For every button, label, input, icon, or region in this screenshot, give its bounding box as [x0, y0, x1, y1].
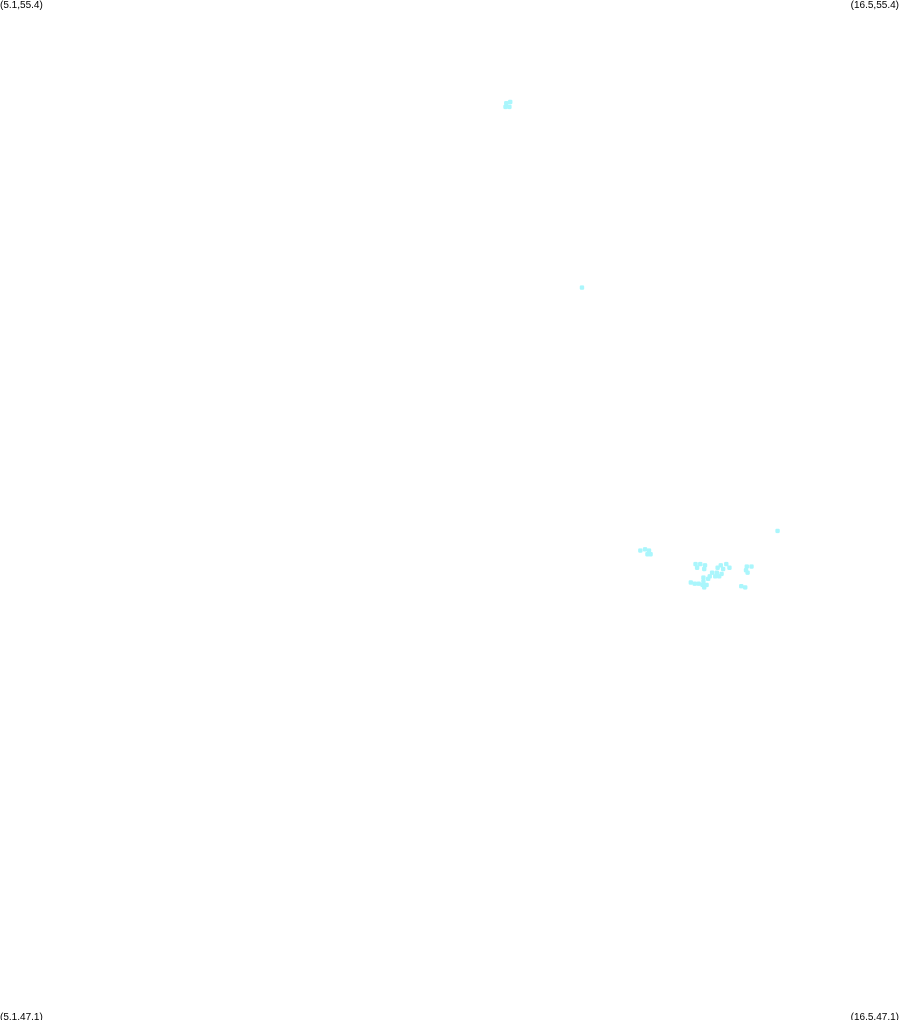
data-point — [503, 104, 508, 110]
data-point — [745, 570, 750, 575]
data-point — [702, 566, 707, 572]
data-point — [713, 574, 718, 579]
data-point — [508, 99, 513, 105]
data-point — [701, 575, 706, 580]
data-point — [696, 581, 701, 586]
corner-coordinate-bottom-left: (5.1,47.1) — [0, 1012, 43, 1020]
data-point — [693, 561, 698, 567]
data-point — [507, 104, 512, 110]
data-point — [744, 564, 749, 569]
data-point — [724, 561, 729, 567]
data-point — [702, 585, 707, 590]
data-point — [717, 574, 722, 579]
data-point — [739, 583, 744, 589]
data-point — [692, 581, 697, 586]
data-point — [702, 563, 708, 568]
data-point — [648, 552, 653, 557]
data-point — [727, 565, 732, 570]
data-point — [698, 561, 703, 567]
data-point — [715, 565, 720, 570]
corner-coordinate-top-right: (16.5,55.4) — [850, 0, 899, 11]
data-point — [579, 285, 585, 290]
data-point — [504, 101, 509, 106]
corner-coordinate-bottom-right: (16.5,47.1) — [850, 1012, 899, 1020]
data-point — [705, 576, 711, 582]
data-point — [775, 528, 780, 534]
data-point — [694, 565, 700, 570]
data-point — [638, 548, 643, 553]
data-point — [709, 570, 715, 575]
data-point — [642, 547, 648, 552]
data-point — [720, 566, 726, 572]
data-point — [646, 548, 652, 553]
data-point — [749, 564, 754, 569]
corner-coordinate-top-left: (5.1,55.4) — [0, 0, 43, 11]
data-point — [688, 580, 694, 585]
data-point — [714, 570, 720, 575]
data-point — [701, 579, 706, 584]
data-point — [743, 585, 748, 590]
